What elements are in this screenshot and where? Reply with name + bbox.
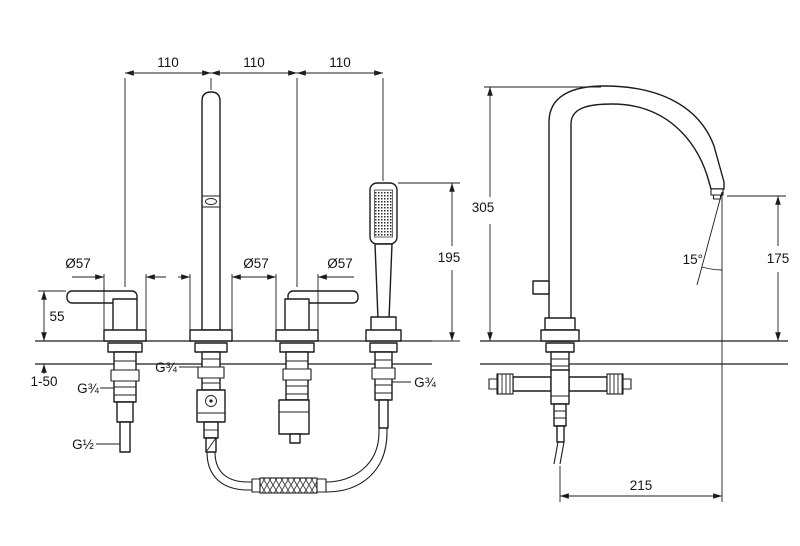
- dim-spout-reach: 215: [630, 478, 653, 493]
- dim-spout-height: 305: [472, 200, 495, 215]
- handshower-spray-face: [374, 189, 393, 238]
- thread-label-outlet: G½: [72, 437, 94, 452]
- front-handshower: [365, 182, 402, 429]
- front-right-handle-valve: [275, 290, 359, 444]
- dimension-lines: [38, 70, 786, 502]
- side-left-connector-nut: [496, 373, 514, 395]
- front-spout: [189, 91, 233, 453]
- dim-outlet-angle: 15°: [683, 252, 703, 267]
- thread-label-handshower: G¾: [414, 375, 437, 390]
- front-left-handle-valve: [66, 290, 147, 453]
- thread-label-spout: G¾: [155, 360, 178, 375]
- mounting-deck-side: [480, 340, 788, 365]
- dim-hole-spacing-1: 110: [157, 55, 179, 70]
- side-right-connector-nut: [606, 373, 624, 395]
- dim-escutcheon-diameter-1: Ø57: [65, 256, 91, 271]
- dim-handle-height: 55: [49, 309, 64, 324]
- dim-hole-spacing-2: 110: [243, 55, 265, 70]
- side-valve-body: [488, 342, 632, 465]
- dimension-labels: 110 110 110 Ø57 Ø57 Ø57 55 1-50 G¾ G¾ G¾…: [30, 55, 789, 493]
- dim-outlet-height: 175: [767, 251, 790, 266]
- dim-escutcheon-diameter-2: Ø57: [243, 256, 269, 271]
- connection-hose: [206, 428, 388, 494]
- dim-handshower-height: 195: [438, 250, 461, 265]
- dim-mounting-thickness: 1-50: [30, 374, 57, 389]
- braided-hose: [259, 477, 318, 494]
- side-spout: [532, 85, 725, 342]
- dim-escutcheon-diameter-3: Ø57: [327, 256, 353, 271]
- thread-label-left-valve: G¾: [77, 381, 100, 396]
- dim-hole-spacing-3: 110: [329, 55, 351, 70]
